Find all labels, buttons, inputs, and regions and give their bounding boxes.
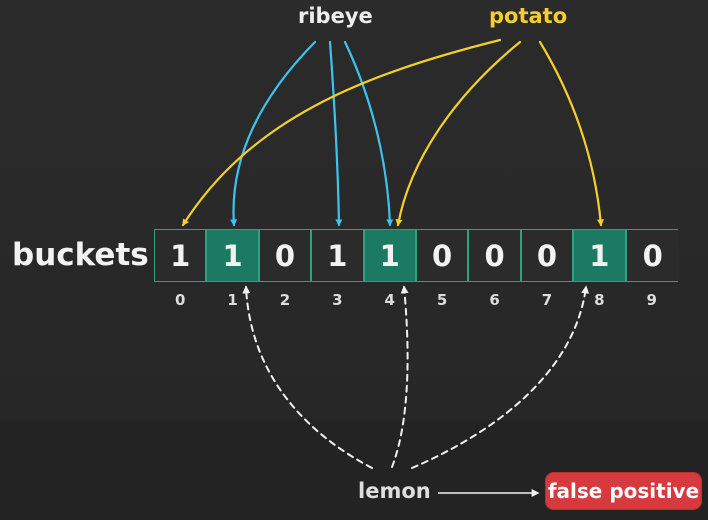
key-lemon: lemon: [358, 479, 431, 503]
lemon-arrow-to-bucket-1: [242, 285, 373, 469]
index-8: 8: [594, 291, 605, 309]
index-1: 1: [227, 291, 238, 309]
bucket-3: 1: [312, 230, 365, 281]
bucket-indices: 0 1 2 3 4 5 6 7 8 9: [154, 291, 678, 311]
bucket-0: 1: [155, 230, 208, 281]
index-2: 2: [279, 291, 291, 309]
bucket-9: 0: [626, 230, 679, 281]
index-0: 0: [174, 291, 186, 309]
buckets-label: buckets: [12, 237, 149, 273]
bucket-2: 0: [259, 230, 313, 281]
false-positive-badge: false positive: [545, 472, 702, 510]
potato-arrow-to-bucket-4: [395, 40, 522, 227]
index-5: 5: [436, 291, 448, 309]
lemon-arrow-to-bucket-8: [411, 285, 590, 469]
bucket-6: 0: [469, 230, 522, 281]
bucket-4: 1: [364, 230, 417, 281]
ribeye-arrow-to-bucket-3: [328, 40, 343, 227]
bucket-5: 0: [416, 230, 470, 281]
bucket-array: 1 1 0 1 1 0 0 0 1 0: [154, 229, 679, 282]
index-4: 4: [384, 291, 395, 309]
index-6: 6: [489, 291, 500, 309]
potato-arrow-to-bucket-0: [181, 38, 502, 227]
index-3: 3: [332, 291, 343, 309]
lemon-arrow-to-bucket-4: [391, 285, 409, 468]
key-ribeye: ribeye: [298, 4, 373, 28]
ribeye-arrow-to-bucket-1: [230, 40, 317, 227]
index-9: 9: [646, 291, 657, 309]
bucket-8: 1: [574, 230, 627, 281]
bucket-7: 0: [521, 230, 575, 281]
index-7: 7: [541, 291, 553, 309]
key-potato: potato: [489, 4, 568, 28]
potato-arrow-to-bucket-8: [538, 40, 604, 227]
ribeye-arrow-to-bucket-4: [343, 40, 394, 227]
bucket-1: 1: [207, 230, 260, 281]
